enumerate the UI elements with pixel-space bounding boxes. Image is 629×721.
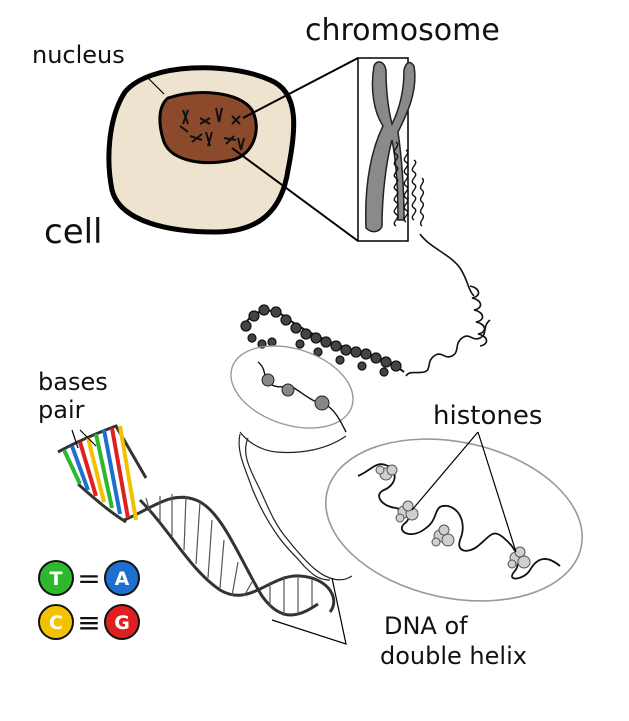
- dna-label-line2: double helix: [380, 642, 527, 670]
- base-a-badge: [104, 560, 140, 596]
- fiber-coil-lower: [405, 319, 491, 377]
- histones-pointer-lines: [411, 431, 517, 553]
- fiber-thread: [419, 233, 475, 297]
- chromatin-coils: [393, 141, 425, 227]
- nucleosome-small-beads: [261, 373, 330, 411]
- base-pair-legend: T = A C ≡ G: [38, 560, 140, 640]
- ladder-rail-bottom: [77, 482, 127, 524]
- nucleus-chromosomes: [179, 107, 245, 151]
- nucleus-pointer-line: [147, 77, 165, 95]
- bases-label: bases: [38, 368, 108, 396]
- histones-dna-thread: [357, 463, 561, 580]
- cell-illustration: nucleus cell: [32, 41, 297, 252]
- zoom-lines: [231, 57, 359, 242]
- base-a-letter: A: [115, 568, 130, 590]
- chromosome-label: chromosome: [305, 13, 500, 48]
- ladder-rail-top: [57, 424, 148, 479]
- base-t-badge: [38, 560, 74, 596]
- nucleus-label: nucleus: [32, 41, 125, 69]
- helix-strand-a: [138, 498, 336, 613]
- pair-row-c-g: C ≡ G: [38, 604, 140, 640]
- helix-strand-b: [123, 495, 319, 617]
- bead-coil: [240, 304, 402, 377]
- histones-label: histones: [433, 401, 542, 431]
- dna-double-helix: [57, 424, 336, 617]
- chromosome-body: [364, 61, 416, 233]
- nucleus: [158, 91, 258, 165]
- dna-thin-strand: [238, 431, 353, 581]
- histone-cores: [375, 464, 531, 569]
- helix-rungs: [145, 494, 313, 616]
- nucleosome-small-thread: [257, 361, 347, 433]
- cell-label: cell: [44, 212, 103, 252]
- base-c-letter: C: [49, 612, 63, 634]
- bond-triple-symbol: ≡: [77, 606, 100, 639]
- histones-ellipse: [325, 438, 583, 602]
- dna-callout: DNA of double helix: [271, 577, 527, 670]
- ladder-rungs: [62, 425, 138, 521]
- pair-row-t-a: T = A: [38, 560, 140, 596]
- dna-label-line1: DNA of: [384, 612, 468, 640]
- histones-view: histones: [325, 401, 583, 602]
- bond-double-symbol: =: [77, 562, 100, 595]
- bead-string: [240, 304, 405, 377]
- base-g-badge: [104, 604, 140, 640]
- fiber-coil-upper: [469, 285, 488, 347]
- bases-pair-callout: bases pair: [38, 368, 108, 449]
- base-t-letter: T: [50, 568, 63, 590]
- nucleosome-small-view: [230, 345, 354, 433]
- chromosome-illustration: chromosome: [305, 13, 500, 242]
- colored-ladder: [57, 424, 148, 524]
- base-c-badge: [38, 604, 74, 640]
- chromatin-fiber: [405, 233, 491, 377]
- nucleosome-small-ellipse: [230, 345, 354, 429]
- base-g-letter: G: [114, 612, 130, 634]
- pair-label: pair: [38, 396, 85, 424]
